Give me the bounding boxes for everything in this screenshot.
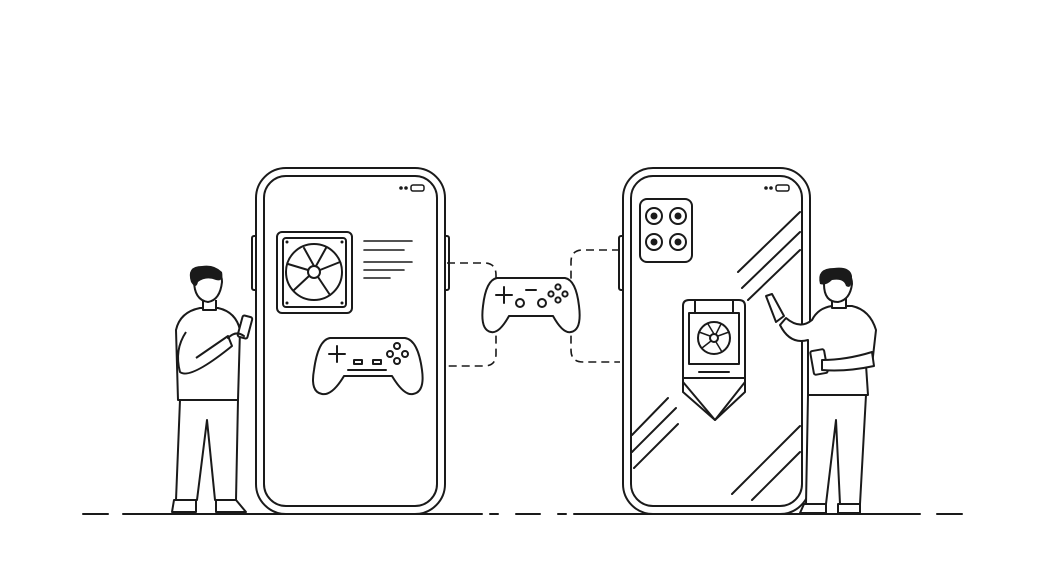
spec-lines <box>363 240 413 279</box>
center-gamepad-icon <box>481 277 581 334</box>
cooling-card-icon <box>682 299 746 421</box>
right-phone <box>618 167 811 515</box>
glass-reflection-lines <box>631 211 801 501</box>
status-icons <box>399 184 425 192</box>
cooling-fan-icon <box>276 231 353 314</box>
gamepad-icon <box>312 337 424 396</box>
dashed-connector-right <box>570 249 620 363</box>
camera-module-icon <box>639 198 693 263</box>
status-icons <box>764 184 790 192</box>
person-left <box>171 265 254 513</box>
person-right <box>765 267 877 514</box>
left-phone <box>251 167 450 515</box>
